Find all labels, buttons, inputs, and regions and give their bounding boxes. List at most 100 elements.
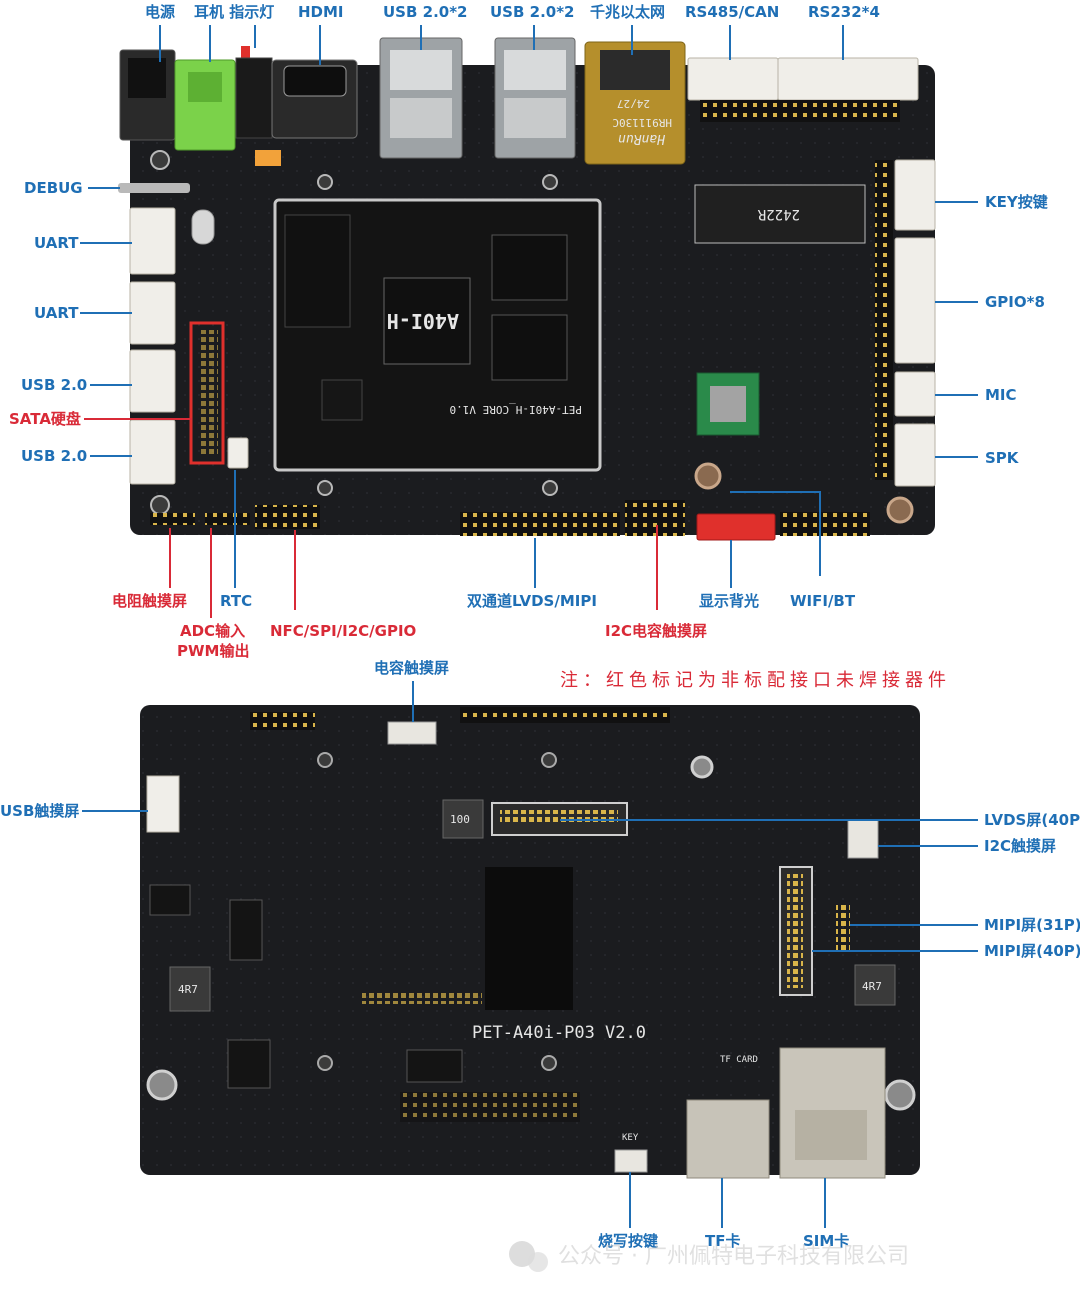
usb-stack-1 bbox=[379, 37, 463, 159]
mount-hole bbox=[886, 496, 914, 524]
mount-hole bbox=[694, 462, 722, 490]
key-text: KEY bbox=[622, 1133, 639, 1143]
burn-key-button bbox=[614, 1149, 648, 1173]
usb-connector-left-1 bbox=[129, 349, 176, 413]
watermark-text: 公众号 · 广州佩特电子科技有限公司 bbox=[558, 1244, 909, 1269]
label-key: KEY按键 bbox=[985, 193, 1048, 211]
label-hdmi: HDMI bbox=[298, 3, 344, 21]
inductor bbox=[854, 964, 896, 1006]
mount-hole bbox=[884, 1079, 916, 1111]
inductor-a-text: 100 bbox=[450, 813, 470, 826]
label-pwm-out: PWM输出 bbox=[177, 642, 249, 660]
m2-slot bbox=[694, 184, 866, 244]
top-board: HanRun HR911130C 24/27 A40I-H PET-A40I-H… bbox=[118, 37, 936, 541]
mount-hole bbox=[542, 174, 558, 190]
inductor bbox=[442, 799, 484, 839]
uart-connector-2 bbox=[129, 281, 176, 345]
i2c-header bbox=[625, 500, 685, 536]
label-usb-a: USB 2.0*2 bbox=[383, 3, 468, 21]
label-cap-touch: 电容触摸屏 bbox=[374, 659, 449, 677]
label-adc-in: ADC输入 bbox=[180, 622, 245, 640]
label-uart-2: UART bbox=[34, 304, 79, 322]
label-i2c-cap-touch: I2C电容触摸屏 bbox=[605, 622, 707, 640]
backlight-connector bbox=[696, 513, 776, 541]
mount-hole bbox=[150, 495, 170, 515]
tf-slot bbox=[686, 1099, 770, 1179]
i2c-touch-connector bbox=[847, 819, 879, 859]
mount-hole bbox=[690, 755, 714, 779]
bottom-board: 100 4R7 4R7 TF CARD KEY PET-A40i-P03 V2.… bbox=[140, 705, 920, 1179]
core-module: A40I-H PET-A40I-H_CORE V1.0 bbox=[273, 198, 602, 472]
uart-connector-1 bbox=[129, 207, 176, 275]
rtc-connector bbox=[227, 437, 249, 469]
label-gpio: GPIO*8 bbox=[985, 293, 1045, 311]
label-i2c-touch: I2C触摸屏 bbox=[984, 837, 1056, 855]
ethernet-code-text: 24/27 bbox=[617, 97, 650, 110]
indicator-led bbox=[241, 46, 250, 60]
sata-highlight bbox=[189, 321, 225, 465]
mount-hole bbox=[541, 752, 557, 768]
note-text: 注：红色标记为非标配接口未焊接器件 bbox=[560, 670, 951, 691]
label-rtc: RTC bbox=[220, 592, 252, 610]
tf-card-text: TF CARD bbox=[720, 1055, 758, 1065]
watermark: 公众号 · 广州佩特电子科技有限公司 bbox=[509, 1241, 909, 1272]
label-power: 电源 bbox=[145, 3, 175, 21]
label-mipi-40p: MIPI屏(40P) bbox=[984, 942, 1080, 960]
label-tf: TF卡 bbox=[705, 1232, 740, 1250]
bottom-board-labels: 电容触摸屏 USB触摸屏 LVDS屏(40P) I2C触摸屏 MIPI屏(31P… bbox=[0, 659, 1080, 1250]
label-sim: SIM卡 bbox=[803, 1232, 849, 1250]
label-rs232: RS232*4 bbox=[808, 3, 880, 21]
label-uart-1: UART bbox=[34, 234, 79, 252]
gpio-spi-header bbox=[255, 505, 320, 529]
adc-header bbox=[205, 513, 250, 525]
rs232-connector bbox=[777, 57, 919, 101]
core-name-text: PET-A40I-H_CORE V1.0 bbox=[450, 403, 582, 416]
ethernet-port: HanRun HR911130C 24/27 bbox=[584, 41, 686, 165]
usb-touch-connector bbox=[146, 775, 180, 833]
inductor-c-text: 4R7 bbox=[862, 980, 882, 993]
core-chip-text: A40I-H bbox=[387, 309, 459, 333]
label-burn-key: 烧写按键 bbox=[598, 1232, 658, 1250]
inductor bbox=[169, 966, 211, 1012]
rs485-connector bbox=[687, 57, 779, 101]
inductor-b-text: 4R7 bbox=[178, 983, 198, 996]
label-ethernet: 千兆以太网 bbox=[590, 3, 665, 21]
label-usb-touch: USB触摸屏 bbox=[0, 802, 79, 820]
mount-hole bbox=[317, 1055, 333, 1071]
label-usb-left-1: USB 2.0 bbox=[21, 376, 87, 394]
label-mipi-31p: MIPI屏(31P) bbox=[984, 916, 1080, 934]
board-name-text: PET-A40i-P03 V2.0 bbox=[472, 1023, 646, 1043]
label-usb-left-2: USB 2.0 bbox=[21, 447, 87, 465]
label-lvds-40p: LVDS屏(40P) bbox=[984, 811, 1080, 829]
label-sata: SATA硬盘 bbox=[9, 410, 81, 428]
label-lvds-mipi: 双通道LVDS/MIPI bbox=[467, 592, 597, 610]
m2-slot-text: 2422R bbox=[757, 206, 800, 222]
spk-connector bbox=[894, 423, 936, 487]
mount-hole bbox=[317, 174, 333, 190]
label-nfc: NFC/SPI/I2C/GPIO bbox=[270, 622, 416, 640]
debug-pin bbox=[118, 183, 190, 193]
label-resistive-touch: 电阻触摸屏 bbox=[112, 592, 187, 610]
label-earphone-led: 耳机 指示灯 bbox=[194, 3, 274, 21]
label-rs485: RS485/CAN bbox=[685, 3, 779, 21]
mount-hole bbox=[317, 480, 333, 496]
mount-hole bbox=[542, 480, 558, 496]
label-mic: MIC bbox=[985, 386, 1017, 404]
label-wifi-bt: WIFI/BT bbox=[790, 592, 856, 610]
usb-connector-left-2 bbox=[129, 419, 176, 485]
lvds-header bbox=[460, 512, 620, 536]
mount-hole bbox=[541, 1055, 557, 1071]
mount-hole bbox=[317, 752, 333, 768]
label-spk: SPK bbox=[985, 449, 1020, 467]
mic-connector bbox=[894, 371, 936, 417]
mount-hole bbox=[146, 1069, 178, 1101]
mount-hole bbox=[150, 150, 170, 170]
ethernet-part-text: HR911130C bbox=[612, 116, 672, 129]
cap-touch-fpc bbox=[387, 721, 437, 745]
ethernet-brand-text: HanRun bbox=[618, 131, 666, 146]
label-debug: DEBUG bbox=[24, 179, 83, 197]
key-connector bbox=[894, 159, 936, 231]
center-pad bbox=[485, 867, 573, 1010]
label-backlight: 显示背光 bbox=[699, 592, 759, 610]
